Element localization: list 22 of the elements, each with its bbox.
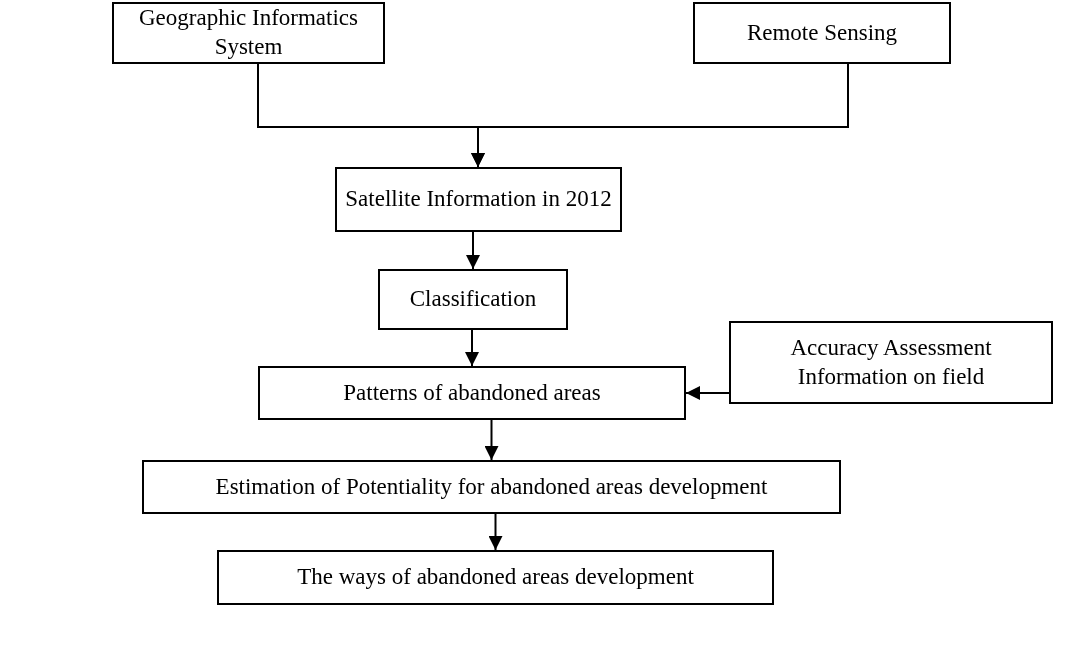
box-label: Geographic Informatics System xyxy=(137,4,360,61)
arrow xyxy=(466,231,480,270)
arrow xyxy=(484,419,499,461)
process-box xyxy=(693,2,951,64)
arrow xyxy=(471,63,849,168)
arrow xyxy=(465,329,479,367)
process-box xyxy=(729,321,1053,404)
process-box xyxy=(217,550,774,605)
box-label: The ways of abandoned areas development xyxy=(297,563,694,592)
process-box xyxy=(258,366,686,420)
box-label: Estimation of Potentiality for abandoned areas development xyxy=(215,472,768,501)
process-box xyxy=(335,167,622,232)
box-label: Remote Sensing xyxy=(746,18,898,47)
process-box xyxy=(112,2,385,64)
arrow xyxy=(488,513,503,551)
box-label: Classification xyxy=(409,285,537,314)
process-box xyxy=(142,460,841,514)
box-label: Satellite Information in 2012 xyxy=(345,185,612,214)
box-label: Patterns of abandoned areas xyxy=(343,378,601,407)
arrow xyxy=(685,386,730,400)
box-label: Accuracy Assessment Information on field xyxy=(789,333,993,391)
process-box xyxy=(378,269,568,330)
